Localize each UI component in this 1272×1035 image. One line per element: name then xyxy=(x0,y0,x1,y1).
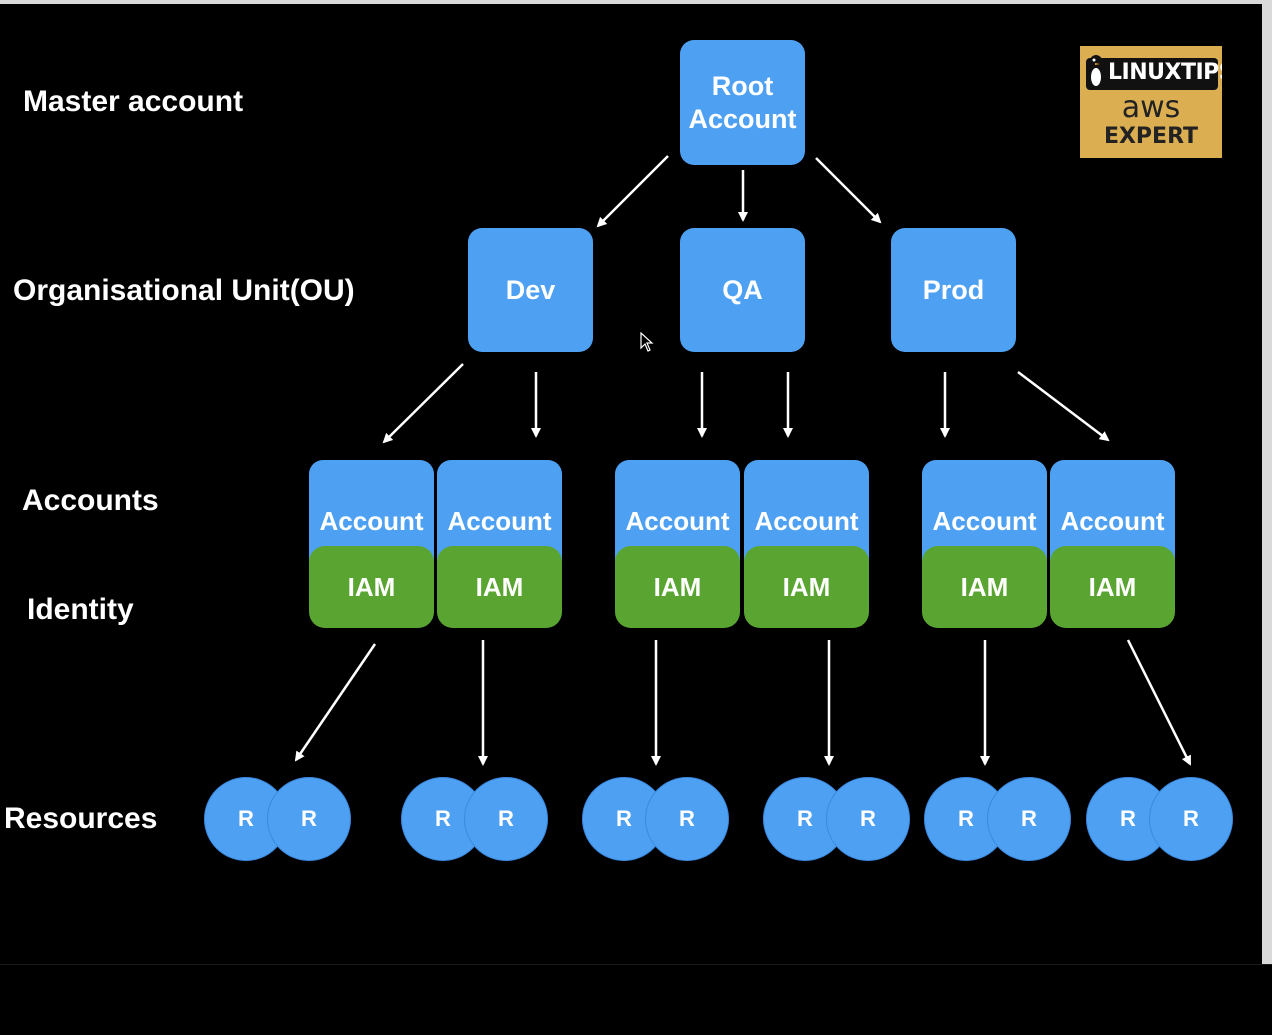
iam-node: IAM xyxy=(615,546,740,628)
ou-node-dev: Dev xyxy=(468,228,593,352)
arrow-root-dev xyxy=(596,155,669,228)
account-node: Account IAM xyxy=(615,460,740,628)
root-account-label-line2: Account xyxy=(688,103,797,134)
bottom-bar xyxy=(0,964,1272,1035)
account-label: Account xyxy=(447,506,552,536)
row-label-master-account: Master account xyxy=(23,85,244,118)
iam-node: IAM xyxy=(437,546,562,628)
account-label: Account xyxy=(754,506,859,536)
arrow-dev-account-1 xyxy=(382,363,464,444)
row-label-identity: Identity xyxy=(27,593,134,626)
linuxtips-aws-expert-logo: LINUXTIPS aws EXPERT xyxy=(1080,46,1222,158)
account-label: Account xyxy=(1060,506,1165,536)
logo-expert-text: EXPERT xyxy=(1103,124,1199,149)
arrows-layer xyxy=(294,155,1192,766)
resource-node: R xyxy=(267,777,351,861)
account-node: Account IAM xyxy=(922,460,1047,628)
iam-node: IAM xyxy=(1050,546,1175,628)
penguin-icon xyxy=(1088,55,1104,88)
window-right-border xyxy=(1262,0,1272,964)
resource-node: R xyxy=(464,777,548,861)
iam-node: IAM xyxy=(744,546,869,628)
arrow-iam-resources-6 xyxy=(1126,639,1192,766)
mouse-cursor-icon xyxy=(640,332,654,352)
arrow-iam-resources-1 xyxy=(294,643,377,762)
account-label: Account xyxy=(319,506,424,536)
logo-band xyxy=(1086,58,1218,90)
row-label-accounts: Accounts xyxy=(22,484,159,517)
resource-node: R xyxy=(987,777,1071,861)
resource-node: R xyxy=(645,777,729,861)
iam-node: IAM xyxy=(309,546,434,628)
window-top-border xyxy=(0,0,1262,4)
account-node: Account IAM xyxy=(437,460,562,628)
arrow-root-prod xyxy=(815,157,882,224)
account-label: Account xyxy=(932,506,1037,536)
ou-node-qa: QA xyxy=(680,228,805,352)
account-node: Account IAM xyxy=(744,460,869,628)
resource-node: R xyxy=(826,777,910,861)
iam-node: IAM xyxy=(922,546,1047,628)
logo-brand-text: LINUXTIPS xyxy=(1108,60,1222,85)
ou-node-prod: Prod xyxy=(891,228,1016,352)
row-label-organisational-unit: Organisational Unit(OU) xyxy=(13,274,355,307)
arrow-prod-account-2 xyxy=(1017,371,1110,442)
account-label: Account xyxy=(625,506,730,536)
root-account-node: Root Account xyxy=(680,40,805,165)
root-account-label-line1: Root xyxy=(711,70,774,101)
logo-aws-text: aws xyxy=(1121,90,1181,125)
account-node: Account IAM xyxy=(309,460,434,628)
row-label-resources: Resources xyxy=(4,802,158,835)
account-node: Account IAM xyxy=(1050,460,1175,628)
resource-node: R xyxy=(1149,777,1233,861)
